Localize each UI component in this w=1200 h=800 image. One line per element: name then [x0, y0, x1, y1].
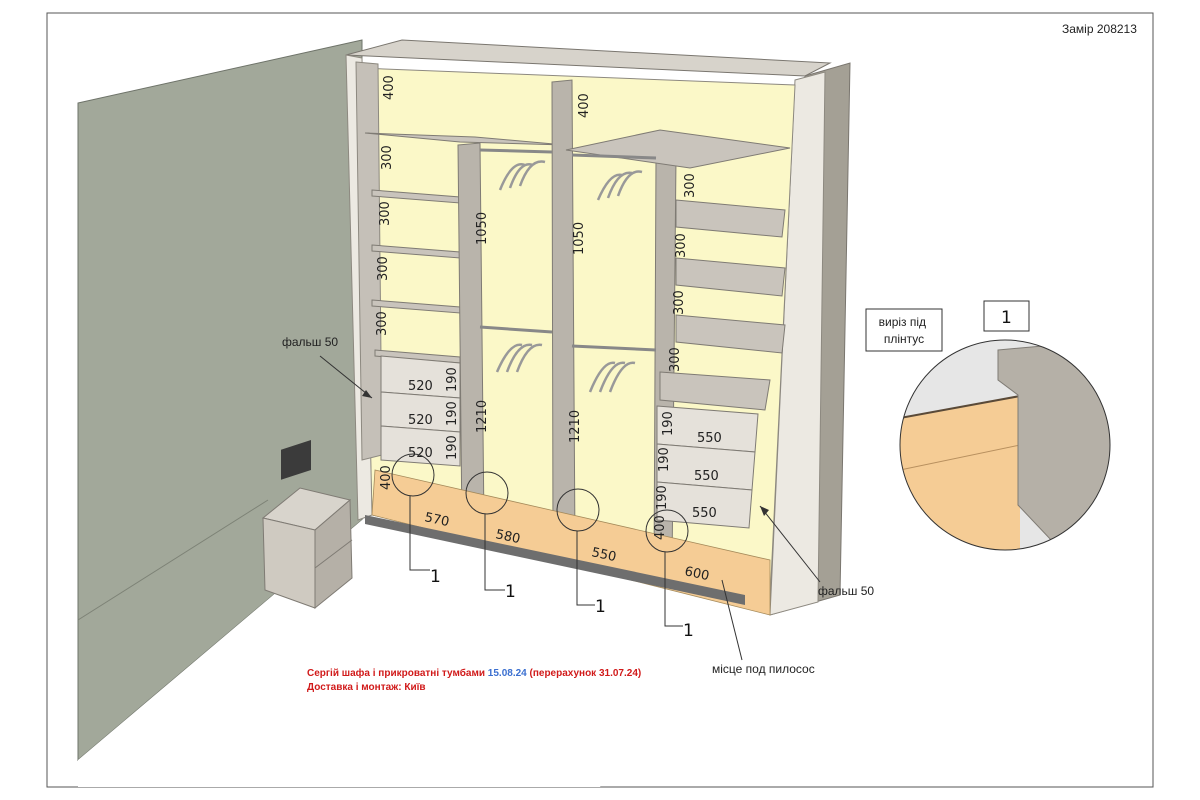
footer-line-2: Доставка і монтаж: Київ	[307, 682, 426, 693]
false-panel-right-arrow	[759, 505, 821, 583]
dim-left-drawer-w-0: 520	[408, 379, 433, 394]
dim-left-shelf-1: 300	[380, 145, 395, 170]
plinth	[371, 469, 771, 616]
dim-center-left-1050: 1050	[475, 212, 490, 245]
dim-bottom-3: 600	[683, 564, 710, 584]
detail-title: виріз під плінтус	[879, 315, 930, 346]
floor-base-strip	[365, 515, 745, 605]
footer-line-1: Сергій шафа і прикроватні тумбами 15.08.…	[307, 667, 641, 679]
dim-right-shelf-0: 300	[683, 173, 698, 198]
dim-left-drawer-h-2: 190	[445, 435, 460, 460]
dim-bottom-1: 580	[494, 527, 521, 547]
partition-center-left	[457, 142, 485, 531]
callout-circles	[391, 453, 689, 553]
false-panel-left-arrowhead	[362, 390, 372, 398]
callout-marker-4: 1	[683, 621, 694, 641]
right-drawers	[656, 405, 759, 529]
hangers-icon	[495, 160, 643, 393]
footer-part1: Сергій шафа і прикроватні тумбами	[307, 667, 488, 679]
left-drawers	[380, 355, 461, 467]
dim-right-drawer-w-2: 550	[692, 506, 717, 521]
wardrobe-top	[345, 39, 832, 77]
dim-middle-1210: 1210	[568, 410, 583, 443]
order-label: Замір 208213	[1062, 22, 1137, 36]
dim-left-shelf-3: 300	[376, 256, 391, 281]
callout-marker-1: 1	[430, 567, 441, 587]
detail-marker: 1	[1001, 308, 1012, 328]
detail-title-box	[865, 308, 943, 352]
dim-right-drawer-w-1: 550	[694, 469, 719, 484]
dim-left-drawer-h-0: 190	[445, 367, 460, 392]
false-panel-left-arrow	[319, 355, 373, 399]
floor	[78, 520, 770, 787]
footer-date: 15.08.24	[488, 668, 527, 679]
dim-right-drawer-w-0: 550	[697, 431, 722, 446]
dim-center-left-1210: 1210	[475, 400, 490, 433]
vacuum-space-label: місце под пилосос	[712, 662, 815, 676]
false-panel-right-label: фальш 50	[818, 584, 874, 598]
dim-right-drawer-h-0: 190	[661, 411, 676, 436]
top-shelf-right	[565, 129, 791, 169]
wall-panel-line	[77, 499, 269, 621]
dim-right-drawer-h-2: 190	[655, 485, 670, 510]
dim-left-shelf-4: 300	[375, 311, 390, 336]
dim-left-drawer-h-1: 190	[445, 401, 460, 426]
dim-right-plinth: 400	[653, 515, 668, 540]
dim-bottom-0: 570	[423, 510, 450, 530]
dim-middle-400: 400	[577, 93, 592, 118]
dim-left-shelf-2: 300	[378, 201, 393, 226]
false-panel-left-label: фальш 50	[282, 335, 338, 349]
callout-leaders	[409, 496, 683, 627]
dim-middle-1050: 1050	[572, 222, 587, 255]
false-panel-right-arrowhead	[760, 506, 769, 516]
vacuum-space-leader	[721, 579, 743, 661]
callout-marker-3: 1	[595, 597, 606, 617]
callout-marker-2: 1	[505, 582, 516, 602]
plinth-cut-detail	[900, 340, 1110, 550]
dim-right-shelf-2: 300	[672, 290, 687, 315]
dim-left-plinth: 400	[379, 465, 394, 490]
right-shelves	[659, 199, 786, 411]
hanging-rails	[479, 148, 657, 352]
bedside-drawer-split	[314, 539, 353, 569]
footer-part2: (перерахунок 31.07.24)	[527, 668, 641, 679]
dim-left-shelf-0: 400	[382, 75, 397, 100]
dim-left-drawer-w-1: 520	[408, 413, 433, 428]
dim-bottom-2: 550	[590, 545, 617, 565]
detail-circle	[899, 339, 1111, 551]
socket-block	[281, 439, 311, 480]
dim-left-drawer-w-2: 520	[408, 446, 433, 461]
detail-marker-box	[983, 300, 1030, 332]
dim-right-shelf-1: 300	[674, 233, 689, 258]
dim-right-shelf-3: 300	[668, 347, 683, 372]
dim-right-drawer-h-1: 190	[657, 447, 672, 472]
